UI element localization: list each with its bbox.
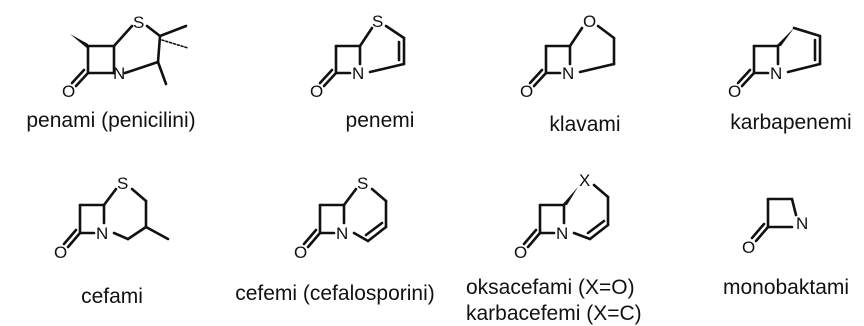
penem-structure-drawing: S N O: [310, 12, 406, 101]
penem-S-atom: S: [372, 12, 383, 31]
carbapenem-O-atom: O: [728, 82, 741, 101]
oxacephem-N-atom: N: [556, 224, 568, 243]
cepham-structure-drawing: S N O: [54, 174, 170, 262]
structure-monobactam: N O monobaktami: [708, 165, 864, 325]
monobactam-structure-drawing: N O: [742, 197, 808, 257]
cepham-S-atom: S: [117, 174, 128, 193]
penam-label: penami (penicilini): [26, 109, 196, 132]
penem-O-atom: O: [310, 82, 323, 101]
monobactam-label: monobaktami: [722, 276, 850, 299]
cepham-N-atom: N: [96, 224, 108, 243]
penam-O-atom: O: [62, 82, 75, 101]
structure-cepham: S N O cefami: [40, 165, 210, 325]
cephem-label: cefemi (cefalosporini): [235, 282, 435, 305]
oxacephem-O-atom: O: [514, 243, 527, 262]
penam-S-atom: S: [133, 13, 144, 32]
cephem-structure-drawing: S N O: [294, 174, 388, 262]
penam-N-atom: N: [113, 64, 125, 83]
penam-structure-drawing: S N O: [62, 13, 189, 101]
structure-carbapenem: N O karbapenemi: [718, 0, 864, 150]
cephem-O-atom: O: [294, 243, 307, 262]
clavam-ring-O-atom: O: [583, 12, 596, 31]
structure-oxacephem: X N O oksacefami (X=O) karbacefemi (X=C): [466, 165, 686, 325]
clavam-O-atom: O: [520, 82, 533, 101]
carbapenem-structure-drawing: N O: [728, 26, 822, 101]
carbapenem-label: karbapenemi: [730, 111, 852, 134]
structure-penem: S N O penemi: [300, 0, 450, 150]
monobactam-O-atom: O: [742, 238, 755, 257]
oxacephem-structure-drawing: X N O: [514, 171, 610, 262]
carbapenem-N-atom: N: [770, 64, 782, 83]
structure-penam: S N O penami (penicilini): [0, 0, 230, 150]
penem-label: penemi: [345, 109, 415, 132]
cephem-N-atom: N: [336, 224, 348, 243]
monobactam-N-atom: N: [796, 214, 808, 233]
cephem-S-atom: S: [357, 174, 368, 193]
clavam-label: klavami: [549, 113, 621, 136]
clavam-structure-drawing: O N O: [520, 12, 616, 101]
penem-N-atom: N: [352, 64, 364, 83]
clavam-N-atom: N: [562, 64, 574, 83]
oxacephem-label: oksacefami (X=O): [466, 276, 635, 299]
oxacephem-X-atom: X: [579, 171, 590, 190]
cepham-label: cefami: [81, 285, 143, 308]
structure-clavam: O N O klavami: [510, 0, 660, 150]
carbacephem-label: karbacefemi (X=C): [466, 302, 642, 325]
structure-cephem: S N O cefemi (cefalosporini): [210, 165, 460, 325]
cepham-O-atom: O: [54, 243, 67, 262]
